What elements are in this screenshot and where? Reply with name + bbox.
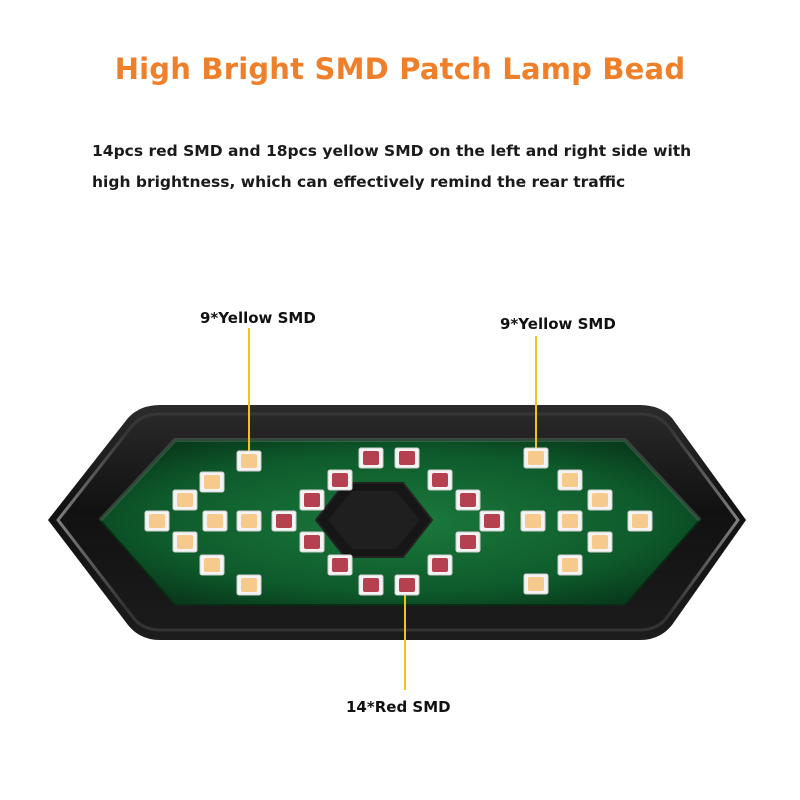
red-smd-led [427,554,453,576]
yellow-smd-led [172,531,198,553]
yellow-smd-led [587,489,613,511]
yellow-smd-led [199,554,225,576]
red-smd-led [427,469,453,491]
housing-rim [56,412,740,632]
red-smd-label: 14*Red SMD [346,698,451,716]
red-smd-led [479,510,505,532]
red-smd-led [327,469,353,491]
yellow-smd-led [557,554,583,576]
yellow-smd-led [627,510,653,532]
yellow-smd-led [236,450,262,472]
red-smd-led [299,531,325,553]
led-group [144,447,653,596]
red-smd-led [358,574,384,596]
red-smd-led [455,489,481,511]
yellow-smd-led [557,469,583,491]
yellow-smd-led [236,574,262,596]
red-smd-led [327,554,353,576]
description-text: 14pcs red SMD and 18pcs yellow SMD on th… [92,142,692,191]
yellow-smd-led [172,489,198,511]
yellow-smd-led [199,471,225,493]
red-smd-led [358,447,384,469]
yellow-smd-led [520,510,546,532]
yellow-smd-led [202,510,228,532]
yellow-smd-led [523,573,549,595]
right-yellow-smd-label: 9*Yellow SMD [500,315,616,333]
yellow-smd-led [144,510,170,532]
page-title: High Bright SMD Patch Lamp Bead [114,52,686,86]
red-smd-led [299,489,325,511]
red-smd-led [394,447,420,469]
red-smd-led [271,510,297,532]
red-smd-led [394,574,420,596]
yellow-smd-led [587,531,613,553]
yellow-smd-led [236,510,262,532]
red-smd-led [455,531,481,553]
yellow-smd-led [523,447,549,469]
yellow-smd-led [557,510,583,532]
left-yellow-smd-label: 9*Yellow SMD [200,309,316,327]
